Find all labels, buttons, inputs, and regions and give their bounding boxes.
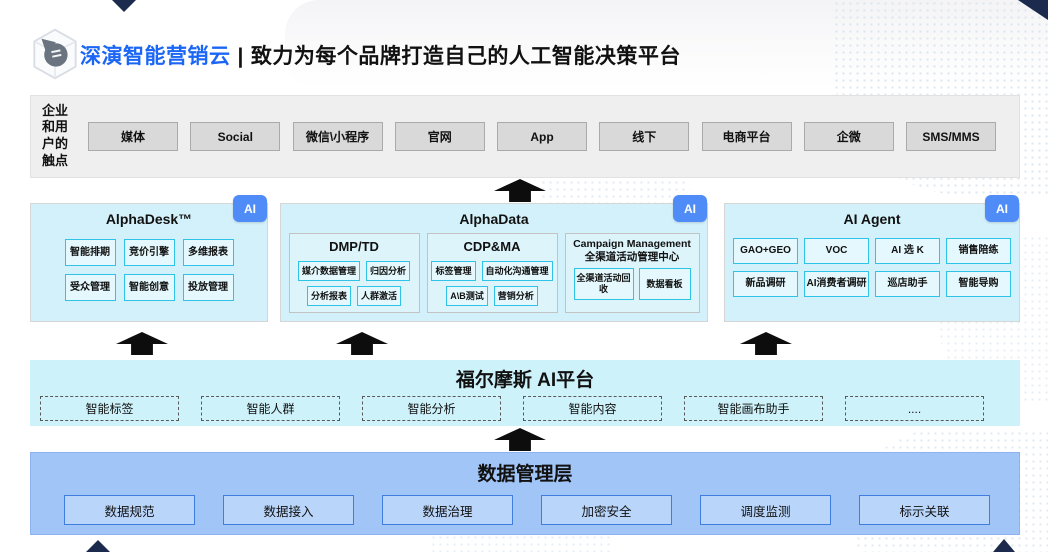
corner-triangle-decor: [112, 0, 136, 12]
up-arrow-icon: [336, 332, 388, 355]
panel-title: AI Agent: [843, 211, 901, 227]
subpanel-campaign-management: Campaign Management 全渠道活动管理中心 全渠道活动回收数据看…: [564, 233, 700, 313]
holmes-module-box: 智能标签: [40, 396, 179, 421]
capability-box: AI消费者调研: [804, 271, 869, 297]
panel-title: AlphaData: [459, 211, 529, 227]
panel-title: AlphaDesk™: [105, 211, 193, 227]
touchpoint-box: 电商平台: [701, 122, 792, 151]
holmes-modules: 智能标签智能人群智能分析智能内容智能画布助手....: [40, 396, 984, 421]
brand-logo-icon: [33, 28, 77, 80]
capability-box: 媒介数据管理: [297, 261, 360, 281]
capability-box: 投放管理: [182, 274, 234, 301]
capability-box: VOC: [804, 238, 869, 264]
capability-box: 标签管理: [431, 261, 476, 281]
capability-box: 营销分析: [493, 286, 538, 306]
data-module-box: 数据规范: [64, 495, 195, 525]
panel-alphadesk: AI AlphaDesk™ 智能排期竞价引擎多维报表受众管理智能创意投放管理: [30, 195, 268, 322]
touchpoints-band: 企业 和用 户的 触点 媒体 Social 微信\小程序官网 App 线下电商平台企微 S…: [30, 95, 1020, 178]
touchpoint-box: SMS/MMS: [906, 122, 996, 151]
capability-box: 全渠道活动回收: [573, 268, 634, 301]
touchpoint-box: 媒体: [88, 122, 178, 151]
cdp-capabilities: 标签管理自动化沟通管理 A\B测试营销分析: [428, 261, 557, 306]
capability-box: 智能创意: [123, 274, 175, 301]
holmes-module-box: 智能内容: [523, 396, 662, 421]
ai-badge: AI: [233, 195, 267, 222]
holmes-module-box: ....: [845, 396, 984, 421]
touchpoint-box: 微信\小程序: [292, 122, 383, 151]
corner-triangle-decor: [86, 540, 110, 552]
alphadata-subpanels: DMP/TD 媒介数据管理归因分析分析报表人群激活 CDP&MA 标签管理自动化…: [281, 233, 707, 313]
capability-box: 巡店助手: [875, 271, 940, 297]
subpanel-title: CDP&MA: [463, 239, 521, 254]
capability-box: 智能导购: [946, 271, 1011, 297]
touchpoint-box: Social: [190, 122, 281, 151]
capability-box: A\B测试: [446, 286, 488, 306]
holmes-module-box: 智能人群: [201, 396, 340, 421]
page-title: 深演智能营销云 | 致力为每个品牌打造自己的人工智能决策平台: [80, 40, 681, 70]
up-arrow-icon: [494, 428, 546, 451]
touchpoint-box: 企微: [803, 122, 894, 151]
world-map-dots-decor: [430, 534, 610, 552]
capability-box: 新品调研: [733, 271, 798, 297]
data-module-box: 加密安全: [541, 495, 672, 525]
ai-badge: AI: [673, 195, 707, 222]
up-arrow-icon: [494, 179, 546, 202]
touchpoints-row: 媒体 Social 微信\小程序官网 App 线下电商平台企微 SMS/MMS: [88, 96, 996, 177]
data-module-box: 调度监测: [700, 495, 831, 525]
subpanel-cdp-ma: CDP&MA 标签管理自动化沟通管理 A\B测试营销分析: [426, 233, 558, 313]
alphadesk-capabilities: 智能排期竞价引擎多维报表受众管理智能创意投放管理: [31, 239, 267, 301]
subpanel-title: DMP/TD: [329, 239, 379, 254]
brand-name: 深演智能营销云: [80, 45, 231, 68]
data-module-box: 数据治理: [382, 495, 513, 525]
capability-box: 受众管理: [64, 274, 116, 301]
capability-box: 竞价引擎: [123, 239, 175, 266]
up-arrow-icon: [740, 332, 792, 355]
capability-box: 分析报表: [306, 286, 351, 306]
capability-box: 多维报表: [182, 239, 234, 266]
touchpoints-label: 企业 和用 户的 触点: [42, 102, 69, 169]
touchpoint-box: 官网: [394, 122, 485, 151]
capability-box: 智能排期: [64, 239, 116, 266]
campaign-capabilities: 全渠道活动回收数据看板: [566, 268, 699, 301]
capability-box: 人群激活: [357, 286, 402, 306]
capability-box: 销售陪练: [946, 238, 1011, 264]
title-separator: |: [237, 45, 244, 68]
dmp-capabilities: 媒介数据管理归因分析分析报表人群激活: [290, 261, 419, 306]
holmes-module-box: 智能分析: [362, 396, 501, 421]
holmes-title: 福尔摩斯 AI平台: [455, 370, 595, 391]
data-module-box: 数据接入: [223, 495, 354, 525]
tagline: 致力为每个品牌打造自己的人工智能决策平台: [250, 45, 681, 68]
holmes-ai-platform-band: 福尔摩斯 AI平台 智能标签智能人群智能分析智能内容智能画布助手....: [30, 360, 1020, 426]
touchpoint-box: App: [497, 122, 587, 151]
data-management-band: 数据管理层 数据规范数据接入数据治理加密安全调度监测标示关联: [30, 452, 1020, 535]
data-module-box: 标示关联: [859, 495, 990, 525]
panel-alphadata: AI AlphaData DMP/TD 媒介数据管理归因分析分析报表人群激活 C…: [280, 195, 708, 322]
subpanel-title: Campaign Management: [573, 238, 691, 250]
holmes-module-box: 智能画布助手: [684, 396, 823, 421]
capability-box: 数据看板: [638, 268, 691, 301]
data-layer-title: 数据管理层: [477, 464, 573, 485]
touchpoint-box: 线下: [599, 122, 690, 151]
subpanel-subtitle: 全渠道活动管理中心: [584, 250, 680, 263]
ai-badge: AI: [985, 195, 1019, 222]
capability-box: AI 选 K: [875, 238, 940, 264]
data-layer-modules: 数据规范数据接入数据治理加密安全调度监测标示关联: [64, 495, 990, 525]
capability-box: GAO+GEO: [733, 238, 798, 264]
up-arrow-icon: [116, 332, 168, 355]
subpanel-dmp-td: DMP/TD 媒介数据管理归因分析分析报表人群激活: [288, 233, 420, 313]
capability-box: 自动化沟通管理: [481, 261, 553, 281]
capability-box: 归因分析: [366, 261, 411, 281]
